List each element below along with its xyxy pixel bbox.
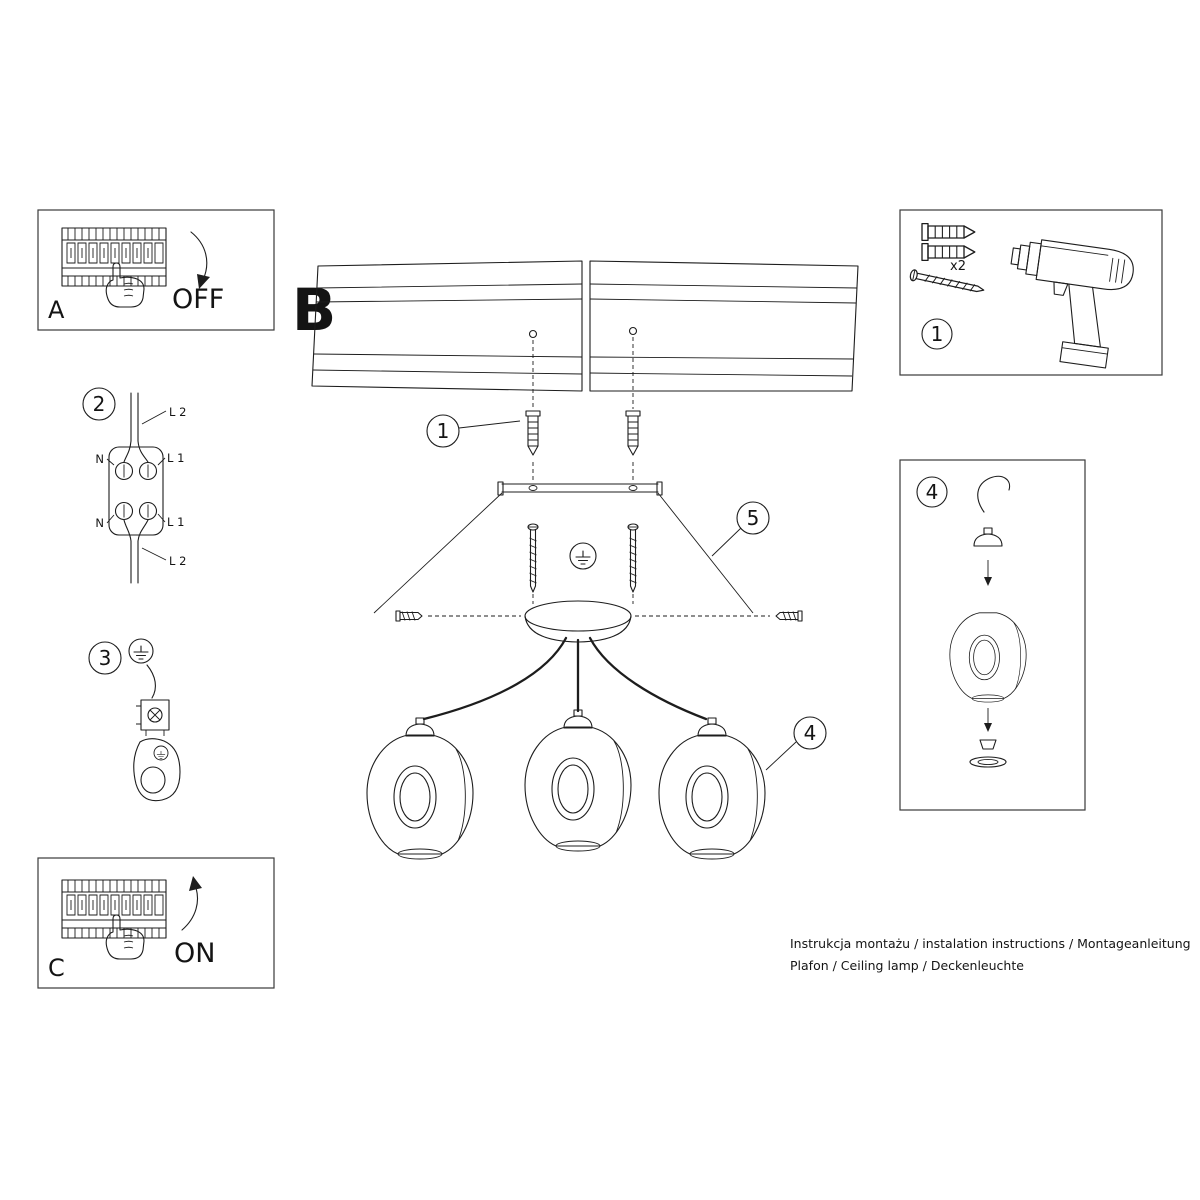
panel-kit-border (899, 209, 1163, 376)
screw-icon (908, 268, 986, 297)
callout-kit-number: 1 (931, 322, 944, 346)
panel-c-border (37, 857, 275, 989)
screw-icon (527, 523, 639, 604)
panel-a-border (37, 209, 275, 331)
callout-1-number: 1 (437, 419, 450, 443)
wire-label-n-top: N (95, 452, 104, 466)
callout-4-circle (793, 716, 827, 750)
callout-5-leader (711, 527, 742, 557)
ground-clamp-icon (133, 664, 181, 802)
callout-5-number: 5 (747, 506, 760, 530)
leader-l2-top (141, 410, 167, 425)
footer-line-1: Instrukcja montażu / instalation instruc… (790, 936, 1191, 951)
wall-plug-icon (525, 337, 641, 481)
side-screw-icon (395, 610, 803, 622)
glass-shade-icon (949, 612, 1027, 703)
canopy-body (524, 615, 632, 643)
panel-a-power-off: A OFF (37, 209, 275, 331)
ceiling-hole (628, 326, 638, 336)
callout-shade-circle (916, 476, 948, 508)
ceiling-lamp-drawing (366, 600, 766, 860)
callout-kit-circle (921, 318, 953, 350)
callout-3-circle (88, 641, 122, 675)
panel-shade-assembly: 4 (899, 459, 1086, 811)
section-b-main: B 1 5 (292, 260, 859, 860)
breaker-panel-icon (61, 227, 167, 287)
callout-5-circle (736, 501, 770, 535)
shade-cap (405, 717, 435, 737)
footer: Instrukcja montażu / instalation instruc… (790, 936, 1191, 973)
shade-cap (563, 709, 593, 729)
panel-a-label: A (48, 296, 65, 324)
leader-n-top (106, 458, 115, 466)
cable-icon (977, 475, 1011, 513)
callout-shade-number: 4 (926, 480, 939, 504)
callout-2-number: 2 (93, 392, 106, 416)
earth-symbol-icon (128, 638, 154, 664)
arrow-down-icon (984, 560, 992, 586)
callout-1-circle (426, 414, 460, 448)
lamp-arm-right (588, 636, 708, 721)
panel-mounting-kit: x2 1 (899, 209, 1163, 376)
panel-c-action-text: ON (174, 938, 215, 969)
wire-label-l2-top: L 2 (169, 405, 186, 419)
panel-c-power-on: C ON (37, 857, 275, 989)
callout-2-circle (82, 387, 116, 421)
shade-cap (697, 717, 727, 737)
off-arrow-icon (190, 231, 210, 289)
panel-ground-connection: 3 (88, 638, 181, 802)
terminal-block-icon (108, 392, 164, 584)
leader-l1-bottom (157, 513, 166, 523)
callout-4-number: 4 (804, 721, 817, 745)
shade-cap (973, 527, 1003, 547)
ceiling-hole (528, 329, 538, 339)
leader-l1-top (157, 457, 166, 466)
breaker-panel-icon (61, 879, 167, 939)
on-arrow-icon (181, 876, 202, 931)
arrow-down-icon (984, 708, 992, 732)
canopy (524, 600, 632, 632)
glass-shade-icon (524, 726, 632, 852)
callout-3-number: 3 (99, 646, 112, 670)
panel-c-label: C (48, 954, 65, 982)
wire-label-n-bottom: N (95, 516, 104, 530)
panel-shade-border (899, 459, 1086, 811)
panel-wiring-terminal: 2 L 2 N L 1 N L 1 L 2 (82, 387, 186, 584)
lamp-arm-left (422, 636, 568, 721)
leader-n-bottom (106, 514, 115, 524)
glass-shade-icon (366, 734, 474, 860)
leader-l2-bottom (141, 547, 167, 561)
anchor-quantity: x2 (950, 259, 966, 274)
glass-shade-icon (658, 734, 766, 860)
callout-1-leader (458, 420, 521, 429)
fixing-ring-icon (969, 739, 1007, 768)
wall-plug-icon (921, 222, 976, 262)
ceiling-panels (311, 260, 859, 392)
footer-line-2: Plafon / Ceiling lamp / Deckenleuchte (790, 958, 1024, 973)
callout-4-leader (765, 741, 797, 771)
section-b-label: B (292, 276, 336, 344)
earth-symbol-icon (569, 542, 597, 570)
panel-a-action-text: OFF (172, 284, 224, 315)
mounting-bracket-icon (373, 481, 754, 614)
wire-label-l1-top: L 1 (167, 451, 184, 465)
wire-label-l1-bottom: L 1 (167, 515, 184, 529)
drill-icon (1010, 239, 1134, 369)
wire-label-l2-bottom: L 2 (169, 554, 186, 568)
